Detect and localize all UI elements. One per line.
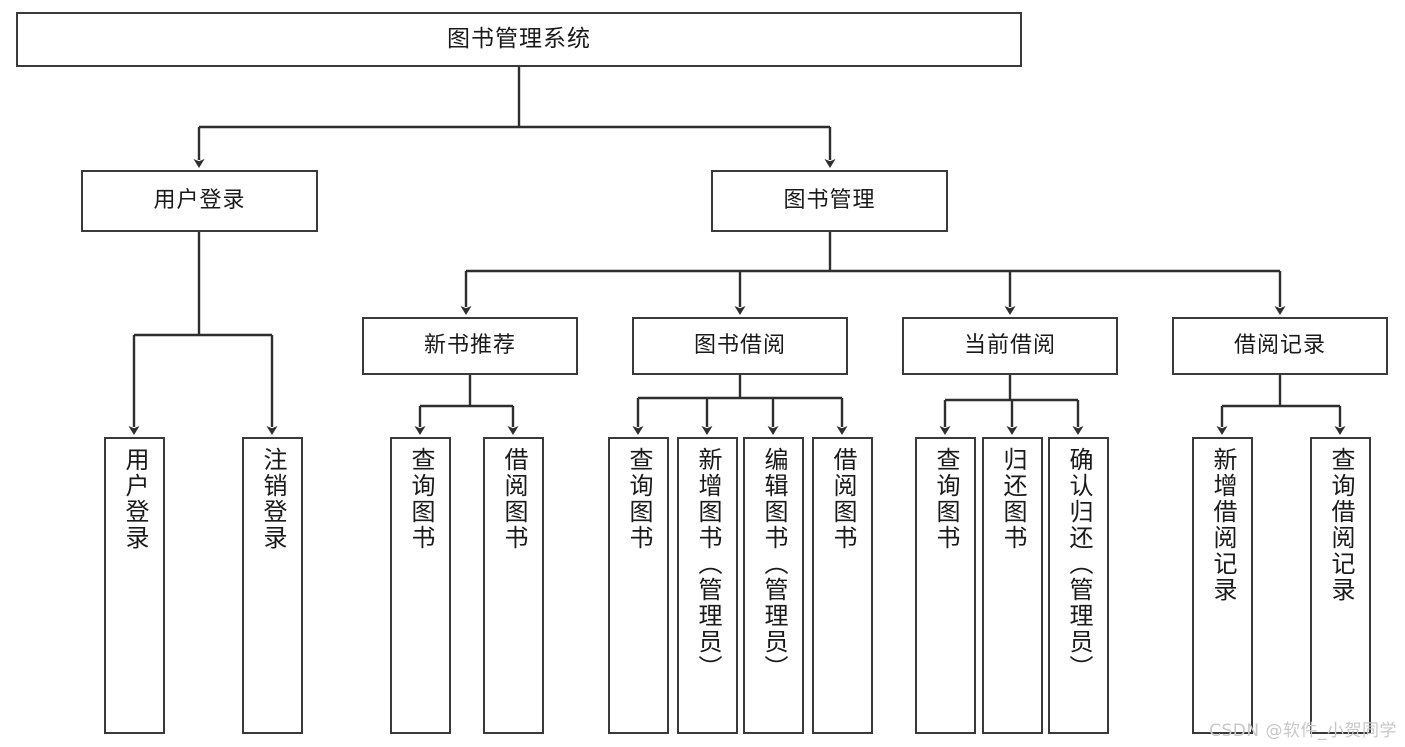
node-label: 查询借阅记录 xyxy=(1326,447,1355,603)
node-label: 图书管理 xyxy=(783,188,876,214)
node-label: 当前借阅 xyxy=(963,333,1056,359)
node-label: 用户登录 xyxy=(120,447,149,551)
node-label: 编辑图书（管理员） xyxy=(759,447,788,681)
node-label: 查询图书 xyxy=(624,447,653,551)
node-label: 借阅图书 xyxy=(828,447,857,551)
node-borrowing-records[interactable]: 借阅记录 xyxy=(1172,317,1388,375)
node-book-borrowing[interactable]: 图书借阅 xyxy=(632,317,848,375)
node-root-book-management-system[interactable]: 图书管理系统 xyxy=(16,12,1022,67)
node-new-book-recommendation[interactable]: 新书推荐 xyxy=(362,317,578,375)
node-label: 新增借阅记录 xyxy=(1208,447,1237,603)
node-label: 确认归还（管理员） xyxy=(1064,447,1093,681)
node-label: 注销登录 xyxy=(258,447,287,551)
node-label: 查询图书 xyxy=(931,447,960,551)
leaf-query-book-current[interactable]: 查询图书 xyxy=(915,437,976,734)
node-user-login[interactable]: 用户登录 xyxy=(81,170,318,232)
node-current-borrowing[interactable]: 当前借阅 xyxy=(902,317,1118,375)
node-book-management[interactable]: 图书管理 xyxy=(711,170,948,232)
leaf-user-login[interactable]: 用户登录 xyxy=(104,437,165,734)
node-label: 新增图书（管理员） xyxy=(693,447,722,681)
leaf-user-logout[interactable]: 注销登录 xyxy=(242,437,303,734)
leaf-query-borrowing-record[interactable]: 查询借阅记录 xyxy=(1310,437,1371,734)
leaf-borrow-book[interactable]: 借阅图书 xyxy=(812,437,873,734)
leaf-query-book-borrowing[interactable]: 查询图书 xyxy=(608,437,669,734)
csdn-watermark: CSDN @软件_小贺同学 xyxy=(1209,721,1397,741)
leaf-query-book-recommendation[interactable]: 查询图书 xyxy=(390,437,451,734)
node-label: 用户登录 xyxy=(153,188,246,214)
leaf-add-book-admin[interactable]: 新增图书（管理员） xyxy=(677,437,738,734)
node-label: 新书推荐 xyxy=(423,333,516,359)
leaf-return-book[interactable]: 归还图书 xyxy=(982,437,1043,734)
node-label: 图书管理系统 xyxy=(447,26,591,53)
leaf-confirm-return-admin[interactable]: 确认归还（管理员） xyxy=(1048,437,1109,734)
leaf-edit-book-admin[interactable]: 编辑图书（管理员） xyxy=(743,437,804,734)
node-label: 借阅图书 xyxy=(499,447,528,551)
node-label: 图书借阅 xyxy=(693,333,786,359)
leaf-add-borrowing-record[interactable]: 新增借阅记录 xyxy=(1192,437,1253,734)
node-label: 归还图书 xyxy=(998,447,1027,551)
node-label: 借阅记录 xyxy=(1233,333,1326,359)
leaf-borrow-book-recommendation[interactable]: 借阅图书 xyxy=(483,437,544,734)
node-label: 查询图书 xyxy=(406,447,435,551)
